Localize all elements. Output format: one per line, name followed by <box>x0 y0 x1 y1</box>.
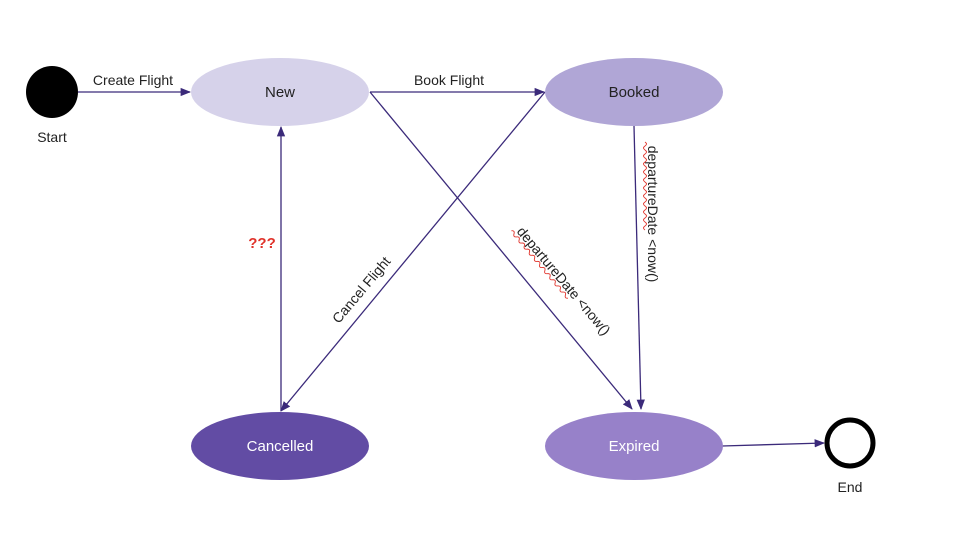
end-label: End <box>838 479 863 495</box>
edge-new-to-expired <box>369 91 633 410</box>
label-create-flight: Create Flight <box>93 72 173 88</box>
state-new-label: New <box>265 84 295 101</box>
label-question-marks: ??? <box>248 235 276 252</box>
spellcheck-squiggle <box>643 141 647 231</box>
state-expired-label: Expired <box>609 438 660 455</box>
state-booked <box>545 58 723 126</box>
start-label: Start <box>37 129 67 145</box>
start-node <box>26 66 78 118</box>
label-book-flight: Book Flight <box>414 72 484 88</box>
state-booked-label: Booked <box>609 84 660 101</box>
edge-cancel-flight <box>280 91 546 412</box>
state-cancelled <box>191 412 369 480</box>
edge-booked-to-expired <box>633 125 645 411</box>
state-expired <box>545 412 723 480</box>
end-node <box>824 417 876 469</box>
label-booked-to-expired-group: departureDate <now() <box>643 141 661 283</box>
label-new-to-expired: departureDate <now() <box>514 223 614 338</box>
label-cancel-flight: Cancel Flight <box>329 253 394 326</box>
edge-expired-to-end <box>721 439 826 448</box>
state-cancelled-label: Cancelled <box>247 438 314 455</box>
spellcheck-squiggle <box>511 230 569 299</box>
state-new <box>191 58 369 126</box>
label-booked-to-expired: departureDate <now() <box>645 146 661 283</box>
